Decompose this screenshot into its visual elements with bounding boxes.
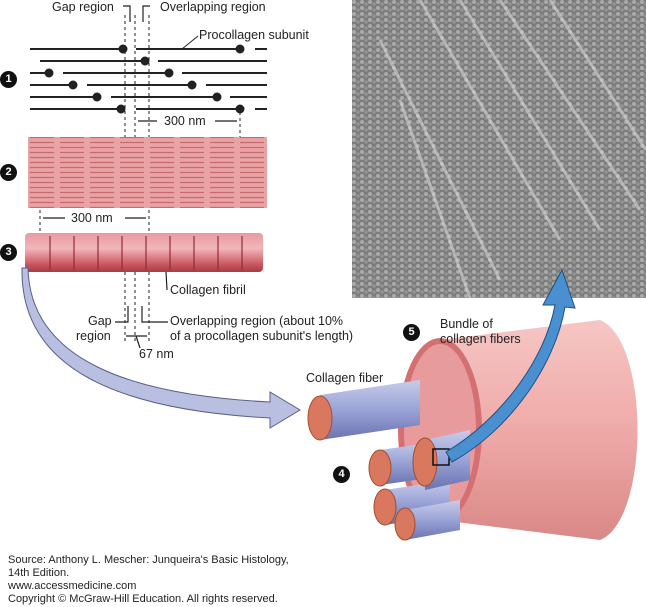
300nm-label-a: 300 nm <box>164 114 206 128</box>
collagen-fiber-label: Collagen fiber <box>306 371 384 385</box>
step-1-badge: 1 <box>0 71 17 88</box>
arrows <box>43 5 237 349</box>
bundle-label-line1: Bundle of <box>440 317 493 331</box>
fibril-to-fiber-arrow <box>21 267 301 429</box>
dashed-guides <box>39 15 241 342</box>
collagen-bundle <box>307 320 638 541</box>
procollagen-rows <box>30 35 267 114</box>
overlapping-region-label-top: Overlapping region <box>160 0 266 14</box>
gap-label-line1: Gap <box>88 314 112 328</box>
bundle-to-sem-arrow <box>445 268 576 463</box>
collagen-fibril <box>25 233 263 272</box>
step-2-badge: 2 <box>0 164 17 181</box>
overlap-label-line2: of a procollagen subunit's length) <box>170 329 354 343</box>
sem-micrograph <box>352 0 646 299</box>
source-line1: Source: Anthony L. Mescher: Junqueira's … <box>8 554 289 566</box>
gap-label-line2: region <box>76 329 111 343</box>
300nm-label-b: 300 nm <box>71 211 113 225</box>
source-line4: Copyright © McGraw-Hill Education. All r… <box>8 593 278 605</box>
source-line2: 14th Edition. <box>8 567 70 579</box>
bundle-label-line2: collagen fibers <box>440 332 521 346</box>
step-4-badge: 4 <box>333 466 350 483</box>
collagen-fibril-label: Collagen fibril <box>170 283 246 297</box>
67nm-label: 67 nm <box>139 347 174 361</box>
overlap-label-line1: Overlapping region (about 10% <box>170 314 344 328</box>
step-3-badge: 3 <box>0 244 17 261</box>
aligned-subunits-band <box>28 137 267 208</box>
step-5-badge: 5 <box>403 324 420 341</box>
procollagen-subunit-label: Procollagen subunit <box>199 28 309 42</box>
source-line3: www.accessmedicine.com <box>8 580 137 592</box>
gap-region-label-top: Gap region <box>52 0 114 14</box>
